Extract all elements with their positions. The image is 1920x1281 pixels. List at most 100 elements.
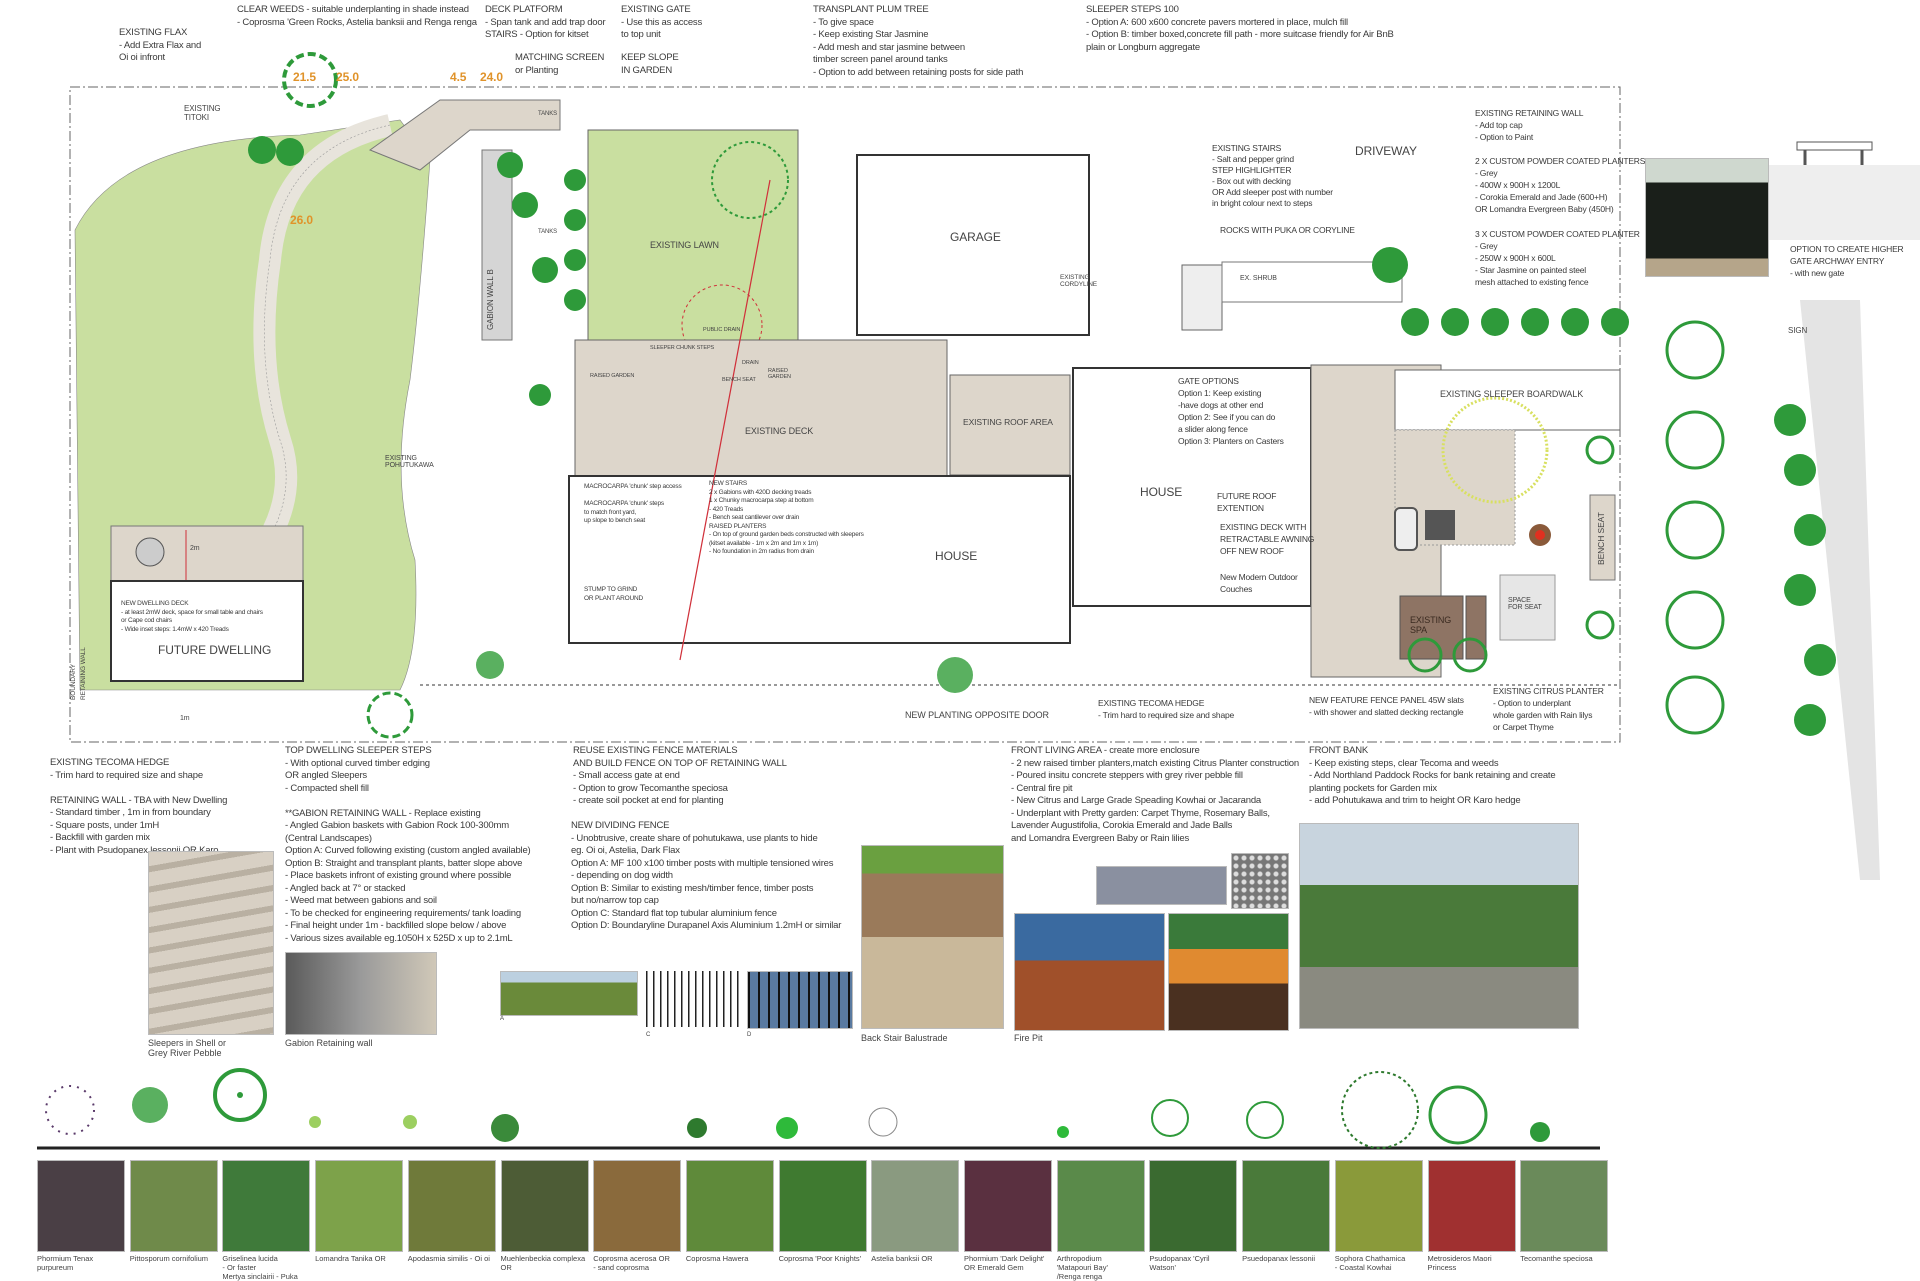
note-tecoma-hedge-mid: EXISTING TECOMA HEDGE - Trim hard to req…	[1098, 698, 1235, 720]
fence-option-c-photo	[646, 971, 740, 1027]
label-existing-roof-area: EXISTING ROOF AREA	[963, 417, 1053, 427]
garage	[856, 154, 1090, 336]
label-existing-titoki: EXISTING TITOKI	[184, 104, 221, 122]
plant-label: Sophora Chathamica - Coastal Kowhai	[1334, 1254, 1406, 1272]
label-1m: 1m	[180, 715, 190, 722]
plant-label: Apodasmia similis - Oi oi	[407, 1254, 490, 1263]
gate-archway	[1796, 141, 1873, 151]
note-feature-fence: NEW FEATURE FENCE PANEL 45W slats - with…	[1309, 695, 1464, 717]
contour-label: 26.0	[290, 213, 313, 227]
plant-photo	[129, 1160, 218, 1252]
label-raised-garden: RAISED GARDEN	[590, 373, 635, 379]
note-existing-retaining-wall: EXISTING RETAINING WALL - Add top cap - …	[1475, 108, 1584, 142]
plant-symbols	[248, 52, 1836, 739]
caption-balustrade: Back Stair Balustrade	[861, 1033, 948, 1043]
plant-photo	[500, 1160, 589, 1252]
fire-pit-photo-1	[1014, 913, 1165, 1031]
drain-line	[679, 179, 771, 661]
label-tanks: TANKS	[538, 229, 558, 235]
note-existing-stairs: EXISTING STAIRS - Salt and pepper grind …	[1212, 143, 1333, 208]
fence-panel-grey	[1748, 165, 1920, 240]
existing-lawn-area	[587, 129, 799, 378]
plant-label: Astelia banksii OR	[871, 1254, 933, 1263]
plant-label: Psuedopanax lessonii	[1242, 1254, 1316, 1263]
label-boundary: BOUNDARY	[70, 664, 77, 700]
label-existing-deck: EXISTING DECK	[745, 426, 814, 436]
note-transplant-plum: TRANSPLANT PLUM TREE - To give space - K…	[813, 4, 1024, 78]
plant-photo	[778, 1160, 867, 1252]
label-sign: SIGN	[1788, 326, 1808, 335]
plant-photo	[1242, 1160, 1331, 1252]
plant-photo	[1520, 1160, 1609, 1252]
plant-label: Muehlenbeckia complexa OR	[500, 1254, 586, 1272]
plant-label: Griselinea lucida - Or faster Mertya sin…	[222, 1254, 298, 1281]
sleepers-photo	[148, 851, 274, 1035]
label-existing-cordyline: EXISTING CORDYLINE	[1060, 274, 1098, 288]
plant-photo	[871, 1160, 960, 1252]
bench-seat-front	[1589, 494, 1616, 581]
label-new-planting-opposite-door: NEW PLANTING OPPOSITE DOOR	[905, 710, 1049, 720]
spa-step	[1465, 595, 1487, 660]
label-existing-lawn: EXISTING LAWN	[650, 240, 719, 250]
plant-label: Phormium 'Dark Delight' OR Emerald Gem	[964, 1254, 1045, 1272]
note-rocks-puka: ROCKS WITH PUKA OR CORYLINE	[1220, 225, 1355, 235]
planter-photo	[1645, 158, 1769, 277]
label-sleeper-chunk-steps: SLEEPER CHUNK STEPS	[650, 345, 715, 351]
plant-photo	[593, 1160, 682, 1252]
note-reuse-fence: REUSE EXISTING FENCE MATERIALS AND BUILD…	[573, 745, 787, 806]
existing-roof-area	[949, 374, 1071, 476]
label-bench-seat-small: BENCH SEAT	[722, 377, 756, 383]
contour-label: 21.5	[293, 70, 316, 84]
note-future-roof: FUTURE ROOF EXTENTION	[1217, 491, 1277, 513]
plant-photo	[315, 1160, 404, 1252]
plant-label: Coprosma acerosa OR - sand coprosma	[593, 1254, 670, 1272]
label-raised-garden-2: RAISED GARDEN	[768, 368, 791, 380]
note-existing-gate: EXISTING GATE - Use this as access to to…	[621, 4, 702, 40]
note-sleeper-steps: SLEEPER STEPS 100 - Option A: 600 x600 c…	[1086, 4, 1394, 53]
contour-label: 4.5	[450, 70, 467, 84]
note-existing-deck-awning: EXISTING DECK WITH RETRACTABLE AWNING OF…	[1220, 522, 1315, 556]
note-dividing-fence: NEW DIVIDING FENCE - Unobtrusive, create…	[571, 820, 842, 931]
plant-label: Coprosma Hawera	[685, 1254, 749, 1263]
future-dwelling	[110, 580, 304, 682]
note-clear-weeds: CLEAR WEEDS - suitable underplanting in …	[237, 4, 477, 28]
note-gate-archway: OPTION TO CREATE HIGHER GATE ARCHWAY ENT…	[1790, 244, 1904, 278]
caption-gabion: Gabion Retaining wall	[285, 1038, 373, 1048]
plant-photo	[1149, 1160, 1238, 1252]
note-planters-2x: 2 X CUSTOM POWDER COATED PLANTERS - Grey…	[1475, 156, 1646, 214]
house-main	[568, 475, 1071, 644]
plant-photo	[685, 1160, 774, 1252]
label-ex-shrub: EX. SHRUB	[1240, 275, 1277, 282]
contour-label: 24.0	[480, 70, 503, 84]
label-future-dwelling: FUTURE DWELLING	[158, 643, 272, 657]
front-bank-road	[1800, 300, 1880, 880]
deck-platform	[368, 99, 561, 171]
label-existing-pohutukawa: EXISTING POHUTUKAWA	[385, 455, 434, 469]
fire-pit-flame	[1535, 530, 1545, 540]
plant-photo	[407, 1160, 496, 1252]
note-planters-3x: 3 X CUSTOM POWDER COATED PLANTER - Grey …	[1475, 229, 1640, 287]
note-top-dwelling-steps: TOP DWELLING SLEEPER STEPS - With option…	[285, 745, 531, 944]
existing-stairs	[1181, 264, 1223, 331]
curved-path-edge	[254, 124, 391, 561]
concrete-steppers-photo	[1096, 866, 1227, 905]
fence-option-a-photo	[500, 971, 638, 1016]
front-bank-photo	[1299, 823, 1579, 1029]
note-stump: STUMP TO GRIND OR PLANT AROUND	[584, 586, 644, 602]
label-bench-seat: BENCH SEAT	[1596, 512, 1606, 565]
label-house: HOUSE	[1140, 485, 1183, 499]
plant-label: Lomandra Tanika OR	[315, 1254, 386, 1263]
note-matching-screen: MATCHING SCREEN or Planting	[515, 52, 605, 76]
gabion-wall-b	[481, 149, 513, 341]
plant-label: Arthropodium 'Matapouri Bay' /Renga reng…	[1056, 1254, 1108, 1281]
contour-label: 25.0	[336, 70, 359, 84]
note-front-bank: FRONT BANK - Keep existing steps, clear …	[1309, 745, 1556, 806]
river-pebble-photo	[1231, 853, 1289, 909]
note-couches: New Modern Outdoor Couches	[1220, 572, 1298, 594]
plant-label: Pittosporum cornifolium	[129, 1254, 209, 1263]
plant-label: Psudopanax 'Cyril Watson'	[1149, 1254, 1210, 1272]
label-tanks: TANKS	[538, 111, 558, 117]
caption-fence-d: D	[747, 1032, 752, 1038]
label-garage: GARAGE	[950, 230, 1001, 244]
